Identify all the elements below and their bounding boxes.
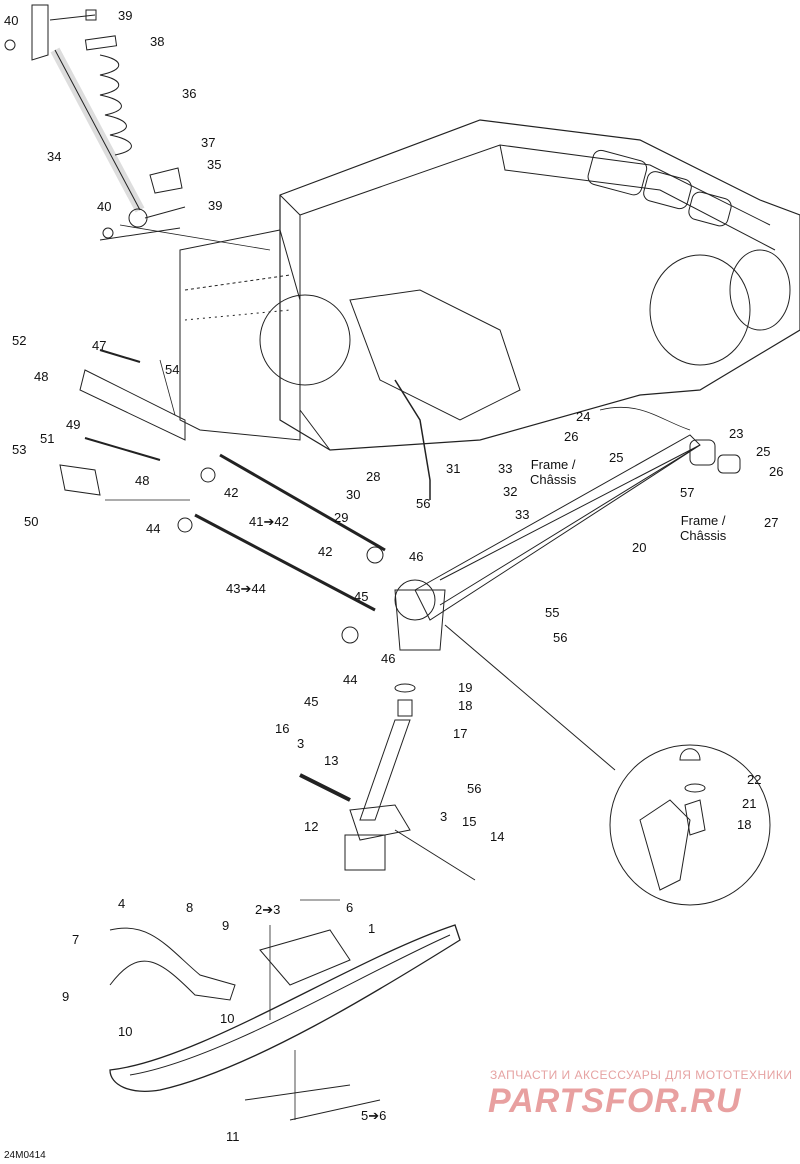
callout-40: 40 xyxy=(4,13,19,28)
frame-label-right: Frame / Châssis xyxy=(680,513,727,543)
chassis-frame xyxy=(180,120,800,500)
callout-29: 29 xyxy=(334,510,349,525)
callout-48: 48 xyxy=(34,369,49,384)
callout-45: 45 xyxy=(354,589,369,604)
callout-11: 11 xyxy=(226,1129,240,1144)
callout-37: 37 xyxy=(201,135,216,150)
callout-38: 38 xyxy=(150,34,165,49)
callout-22: 22 xyxy=(747,772,762,787)
callout-36: 36 xyxy=(182,86,197,101)
callout-42: 42 xyxy=(224,485,239,500)
callout-7: 7 xyxy=(72,932,80,947)
callout-15: 15 xyxy=(462,814,477,829)
callout-2-to-3: 2➔3 xyxy=(255,902,281,917)
callout-49: 49 xyxy=(66,417,81,432)
callout-18: 18 xyxy=(458,698,473,713)
callout-57: 57 xyxy=(680,485,695,500)
callout-25: 25 xyxy=(609,450,624,465)
callout-3b: 3 xyxy=(440,809,448,824)
callout-17: 17 xyxy=(453,726,468,741)
callout-9b: 9 xyxy=(62,989,70,1004)
callout-34: 34 xyxy=(47,149,62,164)
callout-27: 27 xyxy=(764,515,779,530)
watermark-caption: ЗАПЧАСТИ И АКСЕССУАРЫ ДЛЯ МОТОТЕХНИКИ xyxy=(490,1068,793,1082)
callout-39: 39 xyxy=(118,8,133,23)
callout-10: 10 xyxy=(220,1011,235,1026)
callout-5-to-6: 5➔6 xyxy=(361,1108,387,1123)
callout-35: 35 xyxy=(207,157,222,172)
callout-45b: 45 xyxy=(304,694,319,709)
callout-32: 32 xyxy=(503,484,518,499)
callout-9: 9 xyxy=(222,918,230,933)
callout-18b: 18 xyxy=(737,817,752,832)
callout-56c: 56 xyxy=(467,781,482,796)
callout-46b: 46 xyxy=(381,651,396,666)
callout-44: 44 xyxy=(146,521,161,536)
callout-23: 23 xyxy=(729,426,744,441)
callout-26b: 26 xyxy=(769,464,784,479)
callout-16: 16 xyxy=(275,721,290,736)
callout-40b: 40 xyxy=(97,199,112,214)
callout-28: 28 xyxy=(366,469,381,484)
callout-3: 3 xyxy=(297,736,305,751)
callout-43-to-44: 43➔44 xyxy=(226,581,266,596)
callout-56: 56 xyxy=(416,496,431,511)
callout-31: 31 xyxy=(446,461,461,476)
callout-8: 8 xyxy=(186,900,194,915)
callout-56b: 56 xyxy=(553,630,568,645)
callout-19: 19 xyxy=(458,680,473,695)
callout-46: 46 xyxy=(409,549,424,564)
trailing-arm xyxy=(395,435,740,650)
callout-21: 21 xyxy=(742,796,757,811)
shock-absorber xyxy=(5,5,185,240)
callout-13: 13 xyxy=(324,753,339,768)
reference-code: 24M0414 xyxy=(4,1150,46,1161)
callout-14: 14 xyxy=(490,829,505,844)
callout-51: 51 xyxy=(40,431,55,446)
callout-33b: 33 xyxy=(515,507,530,522)
callout-1: 1 xyxy=(368,921,376,936)
callout-33: 33 xyxy=(498,461,513,476)
callout-26: 26 xyxy=(564,429,579,444)
leader-lines xyxy=(105,225,690,1120)
callout-6: 6 xyxy=(346,900,354,915)
frame-label-left: Frame / Châssis xyxy=(530,457,577,487)
detail-inset xyxy=(445,625,770,905)
callout-4: 4 xyxy=(118,896,126,911)
callout-53: 53 xyxy=(12,442,27,457)
callout-39b: 39 xyxy=(208,198,223,213)
callout-47: 47 xyxy=(92,338,107,353)
callout-52: 52 xyxy=(12,333,27,348)
callout-48b: 48 xyxy=(135,473,150,488)
callout-50: 50 xyxy=(24,514,39,529)
callout-42b: 42 xyxy=(318,544,333,559)
callout-24: 24 xyxy=(576,409,591,424)
callout-10b: 10 xyxy=(118,1024,133,1039)
callout-55: 55 xyxy=(545,605,560,620)
callout-12: 12 xyxy=(304,819,319,834)
ski xyxy=(110,925,460,1120)
callout-54: 54 xyxy=(165,362,180,377)
watermark-logo: PARTSFOR.RU xyxy=(488,1082,742,1120)
suspension-arms xyxy=(60,350,385,643)
callout-25b: 25 xyxy=(756,444,771,459)
callout-30: 30 xyxy=(346,487,361,502)
callout-20: 20 xyxy=(632,540,647,555)
ski-spindle xyxy=(300,684,475,880)
callout-44b: 44 xyxy=(343,672,358,687)
callout-41-to-42: 41➔42 xyxy=(249,514,289,529)
